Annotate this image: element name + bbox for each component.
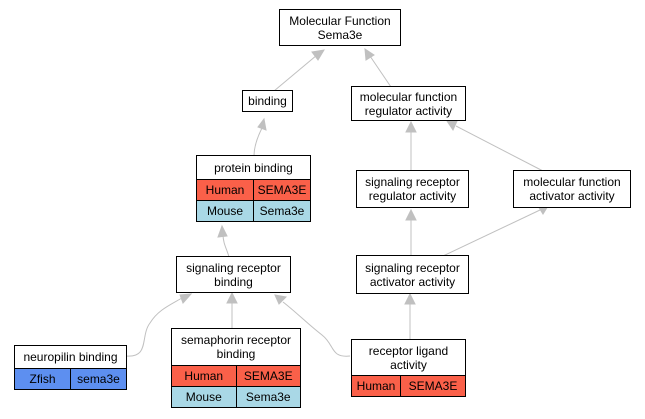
species-cell: Human	[352, 375, 401, 396]
node-signaling-receptor-binding[interactable]: signaling receptor binding	[176, 256, 291, 293]
node-label: molecular function regulator activity	[359, 89, 458, 118]
node-binding[interactable]: binding	[242, 90, 293, 112]
arrowhead-rla-to-sraa	[404, 292, 416, 305]
node-molecular-function-activator-activity[interactable]: molecular function activator activity	[513, 170, 631, 208]
node-label: receptor ligand activity	[368, 343, 449, 372]
species-cell: Human	[197, 179, 254, 201]
edge-np-to-srb	[125, 297, 183, 357]
species-cell: Zfish	[15, 368, 71, 389]
arrowhead-sraa-to-srra	[405, 208, 417, 221]
species-gene-table: Zfish sema3e	[15, 368, 126, 389]
node-signaling-receptor-regulator-activity[interactable]: signaling receptor regulator activity	[356, 170, 469, 208]
node-molecular-function[interactable]: Molecular Function Sema3e	[279, 9, 401, 46]
node-neuropilin-binding[interactable]: neuropilin binding Zfish sema3e	[14, 345, 127, 390]
node-label: semaphorin receptor binding	[180, 333, 292, 361]
arrowhead-rla-to-srb	[274, 294, 288, 305]
arrowhead-mfaa-to-mfra	[446, 120, 458, 132]
node-label: molecular function activator activity	[523, 175, 621, 203]
edge-sraa-to-mfaa	[442, 209, 541, 257]
edge-rla-to-srb	[282, 301, 351, 357]
arrowhead-np-to-srb	[179, 293, 193, 304]
node-receptor-ligand-activity[interactable]: receptor ligand activity Human SEMA3E	[351, 339, 466, 397]
node-semaphorin-receptor-binding[interactable]: semaphorin receptor binding Human SEMA3E…	[171, 328, 301, 408]
edge-mfra-to-mf	[369, 55, 392, 88]
species-gene-table: Human SEMA3E	[352, 375, 465, 396]
table-row: Zfish sema3e	[15, 368, 126, 389]
arrowhead-srra-to-mfra	[405, 120, 417, 133]
node-signaling-receptor-activator-activity[interactable]: signaling receptor activator activity	[356, 255, 469, 294]
node-label: signaling receptor regulator activity	[365, 175, 460, 203]
node-label: binding	[248, 94, 287, 108]
edge-mfaa-to-mfra	[455, 125, 544, 172]
node-protein-binding[interactable]: protein binding Human SEMA3E Mouse Sema3…	[196, 155, 311, 222]
arrowhead-srb-to-pb	[217, 224, 228, 238]
node-molecular-function-regulator-activity[interactable]: molecular function regulator activity	[351, 86, 466, 121]
gene-cell: Sema3e	[235, 386, 300, 407]
species-gene-table: Human SEMA3E Mouse Sema3e	[172, 365, 300, 407]
table-row: Human SEMA3E	[352, 375, 465, 396]
gene-cell: SEMA3E	[400, 375, 465, 396]
species-cell: Mouse	[172, 386, 236, 407]
table-row: Mouse Sema3e	[197, 200, 310, 221]
node-label: protein binding	[214, 160, 293, 175]
species-cell: Mouse	[197, 200, 254, 221]
node-label: signaling receptor activator activity	[365, 260, 460, 289]
gene-cell: SEMA3E	[235, 365, 300, 387]
table-row: Mouse Sema3e	[172, 386, 300, 407]
species-gene-table: Human SEMA3E Mouse Sema3e	[197, 179, 310, 221]
gene-cell: sema3e	[70, 368, 126, 389]
node-label: Molecular Function Sema3e	[289, 13, 391, 42]
arrowhead-pb-to-binding	[257, 117, 267, 131]
arrowhead-semrb-to-srb	[226, 291, 238, 304]
node-label: neuropilin binding	[23, 350, 118, 364]
node-label: signaling receptor binding	[186, 260, 281, 289]
gene-cell: Sema3e	[253, 200, 310, 221]
edge-pb-to-binding	[253, 127, 263, 157]
edge-srb-to-pb	[222, 233, 230, 258]
gene-cell: SEMA3E	[253, 179, 310, 201]
table-row: Human SEMA3E	[172, 365, 300, 387]
edge-binding-to-mf	[273, 54, 318, 92]
arrowhead-mfra-to-mf	[364, 48, 375, 61]
arrowhead-binding-to-mf	[311, 49, 325, 61]
species-cell: Human	[172, 365, 236, 387]
table-row: Human SEMA3E	[197, 179, 310, 201]
